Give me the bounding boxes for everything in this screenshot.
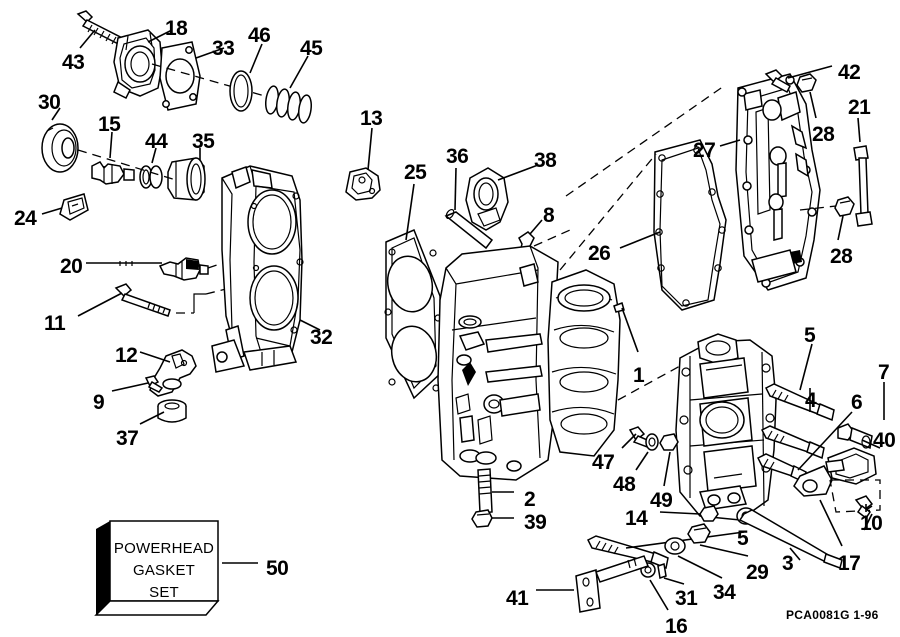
part-28-nut-top (796, 73, 817, 119)
part-29-nut (687, 523, 749, 557)
callout-9: 9 (93, 391, 105, 414)
part-12-bracket (139, 349, 197, 397)
callout-6: 6 (851, 391, 863, 414)
part-14-nut (659, 505, 719, 522)
part-20-spark-plug (86, 257, 209, 281)
part-50-gasket-set-box (94, 520, 258, 616)
callout-44: 44 (145, 130, 168, 153)
part-26-crankcase-gasket (619, 139, 727, 311)
gasket-box-line2: GASKET (132, 561, 196, 579)
callout-36: 36 (446, 145, 469, 168)
part-24-key (41, 193, 89, 221)
callout-7: 7 (878, 361, 890, 384)
callout-26: 26 (588, 242, 611, 265)
part-49-nut (659, 433, 679, 487)
callout-42: 42 (838, 61, 861, 84)
callout-31: 31 (675, 587, 698, 610)
part-28-nut-bottom (834, 196, 855, 241)
callout-50: 50 (266, 557, 289, 580)
callout-28-bottom: 28 (830, 245, 853, 268)
callout-46: 46 (248, 24, 271, 47)
part-2-stud (477, 468, 514, 514)
callout-12: 12 (115, 344, 138, 367)
part-37-grommet (139, 399, 187, 425)
callout-14: 14 (625, 507, 648, 530)
callout-20: 20 (60, 255, 83, 278)
callout-8: 8 (543, 204, 555, 227)
part-5-bolt-top (764, 343, 835, 422)
part-36-dowel (444, 167, 494, 250)
part-38-lift-ring (465, 164, 539, 231)
part-21-stud (853, 117, 873, 227)
callout-48: 48 (613, 473, 636, 496)
part-46-oring (229, 43, 263, 112)
part-15-valve (91, 131, 135, 185)
part-32-crankcase (211, 165, 321, 373)
callout-45: 45 (300, 37, 323, 60)
part-4-bolt (760, 388, 825, 460)
callout-40: 40 (873, 429, 896, 452)
callout-21: 21 (848, 96, 871, 119)
callout-1: 1 (633, 364, 645, 387)
callout-35: 35 (192, 130, 215, 153)
callout-2: 2 (524, 488, 536, 511)
part-30-pulley (41, 107, 79, 173)
callout-41: 41 (506, 587, 529, 610)
callout-11: 11 (44, 312, 66, 335)
part-40-17-bracket (793, 439, 881, 547)
callout-15: 15 (98, 113, 121, 136)
callout-27: 27 (693, 139, 716, 162)
callout-34: 34 (713, 581, 736, 604)
part-39-nut (471, 509, 514, 528)
part-45-spring (264, 55, 313, 124)
callout-38: 38 (534, 149, 557, 172)
callout-5-top: 5 (804, 324, 816, 347)
part-7-fitting (837, 382, 885, 450)
part-3-rod (738, 509, 843, 569)
callout-5-bottom: 5 (737, 527, 749, 550)
part-35-cap (167, 148, 206, 201)
part-11-bolt (77, 283, 171, 317)
part-5-bolt-bottom (586, 531, 745, 570)
callout-16: 16 (665, 615, 688, 637)
callout-33: 33 (212, 37, 235, 60)
part-27-exhaust-cover (719, 73, 821, 291)
part-18-housing (113, 29, 173, 100)
callout-47: 47 (592, 451, 615, 474)
part-34-washer (664, 537, 723, 579)
gasket-box-line3: SET (149, 583, 179, 601)
callout-32: 32 (310, 326, 333, 349)
part-25-head-gasket (384, 183, 443, 400)
callout-18: 18 (165, 17, 188, 40)
callout-30: 30 (38, 91, 61, 114)
part-41-link-rod (536, 555, 649, 613)
callout-43: 43 (62, 51, 85, 74)
callout-49: 49 (650, 489, 673, 512)
part-42-bolt (764, 65, 833, 94)
callout-39: 39 (524, 511, 547, 534)
part-cylinder-block-right (675, 333, 777, 525)
callout-24: 24 (14, 207, 37, 230)
gasket-box-line1: POWERHEAD (113, 540, 215, 557)
diagram-code-label: PCA0081G 1-96 (786, 608, 879, 622)
part-44-seals (139, 147, 163, 189)
callout-3: 3 (782, 552, 794, 575)
part-main-crankcase-block (437, 245, 639, 481)
part-48-washer (635, 433, 659, 471)
callout-10: 10 (860, 512, 883, 535)
part-13-bracket (345, 127, 381, 201)
callout-17: 17 (838, 552, 861, 575)
callout-25: 25 (404, 161, 427, 184)
part-33-gasket (159, 41, 225, 111)
callout-4: 4 (805, 389, 817, 412)
callout-37: 37 (116, 427, 139, 450)
callout-28-top: 28 (812, 123, 835, 146)
callout-29: 29 (746, 561, 769, 584)
part-9-screw (111, 375, 164, 393)
callout-13: 13 (360, 107, 383, 130)
part-31-pin (657, 563, 685, 585)
